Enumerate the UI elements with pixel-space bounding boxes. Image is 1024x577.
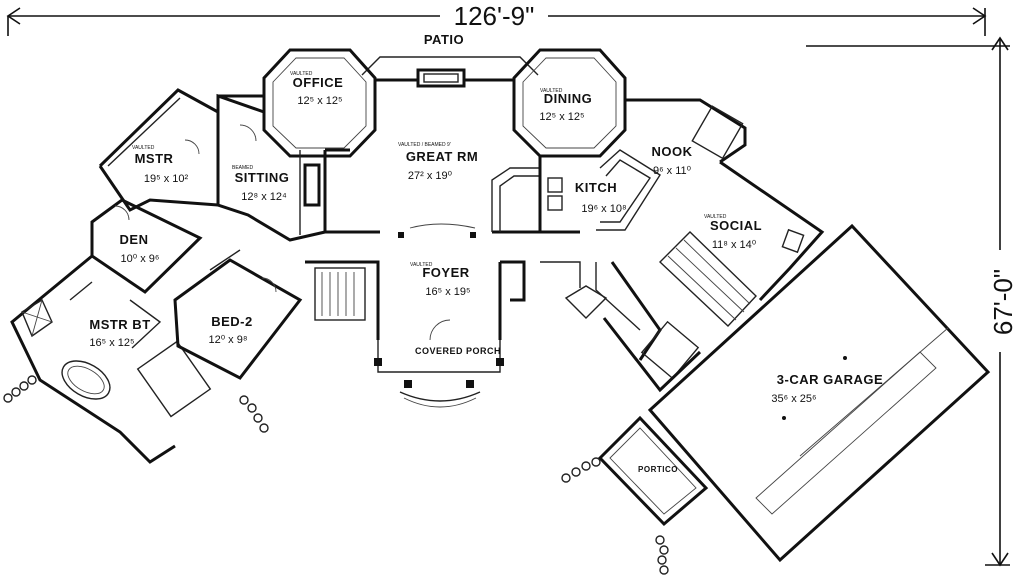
kitchen-size: 19⁶ x 10⁸: [581, 203, 626, 215]
bedroom-2-label: BED-2: [211, 314, 253, 329]
depth-dimension-line: [806, 36, 1010, 567]
garage-size: 35⁶ x 25⁶: [771, 393, 816, 405]
social-room: [658, 160, 825, 327]
portico: [597, 415, 709, 527]
office-label: OFFICE: [293, 75, 344, 90]
great-room-note: VAULTED / BEAMED 9': [398, 142, 451, 148]
master-label: MSTR: [135, 151, 174, 166]
covered-porch: [374, 340, 504, 408]
patio-label: PATIO: [424, 32, 464, 47]
patio-outline: [361, 56, 539, 88]
garage: [647, 223, 991, 563]
office-vaulted-note: VAULTED: [290, 71, 313, 77]
portico-label: PORTICO: [638, 465, 678, 474]
nook-label: NOOK: [652, 144, 693, 159]
landscaping-shrubs: [3, 375, 669, 575]
great-room-label: GREAT RM: [406, 149, 478, 164]
sitting-label: SITTING: [235, 170, 290, 185]
width-dimension-line: [6, 7, 987, 36]
sitting-size: 12⁸ x 12⁴: [241, 191, 287, 203]
foyer-label: FOYER: [422, 265, 469, 280]
master-bath-label: MSTR BT: [89, 317, 150, 332]
depth-dimension-label: 67'-0": [988, 269, 1018, 335]
great-room-size: 27² x 19⁰: [408, 170, 453, 182]
social-label: SOCIAL: [710, 218, 762, 233]
width-dimension-label: 126'-9": [454, 1, 535, 31]
master-vaulted-note: VAULTED: [132, 145, 155, 151]
kitchen: [538, 149, 661, 234]
foyer-area: [305, 232, 502, 341]
master-bath: [10, 254, 212, 464]
den-size: 10⁰ x 9⁶: [121, 253, 160, 265]
bedroom-2: [173, 249, 303, 380]
dining-vaulted-note: VAULTED: [540, 88, 563, 94]
master-bedroom: [98, 88, 219, 212]
den-label: DEN: [120, 232, 149, 247]
garage-label: 3-CAR GARAGE: [777, 372, 883, 387]
sitting-note: BEAMED: [232, 165, 254, 171]
foyer-size: 16⁵ x 19⁵: [425, 286, 470, 298]
office-size: 12⁵ x 12⁵: [297, 95, 342, 107]
covered-porch-label: COVERED PORCH: [415, 346, 501, 356]
dining-size: 12⁵ x 12⁵: [539, 111, 584, 123]
master-size: 19⁵ x 10²: [144, 173, 189, 185]
dining-room: [512, 48, 627, 158]
great-room: [323, 78, 540, 234]
den-room: [90, 198, 203, 294]
social-size: 11⁸ x 14⁰: [712, 239, 757, 251]
sitting-room: [216, 93, 326, 242]
nook-size: 9⁶ x 11⁰: [653, 165, 692, 177]
social-vaulted-note: VAULTED: [704, 214, 727, 220]
utility-area: [500, 260, 702, 393]
bedroom-2-size: 12⁰ x 9⁸: [208, 334, 247, 346]
foyer-vaulted-note: VAULTED: [410, 262, 433, 268]
master-bath-size: 16⁵ x 12⁵: [89, 337, 134, 349]
nook: [625, 98, 747, 164]
kitchen-label: KITCH: [575, 180, 617, 195]
dining-label: DINING: [544, 91, 593, 106]
